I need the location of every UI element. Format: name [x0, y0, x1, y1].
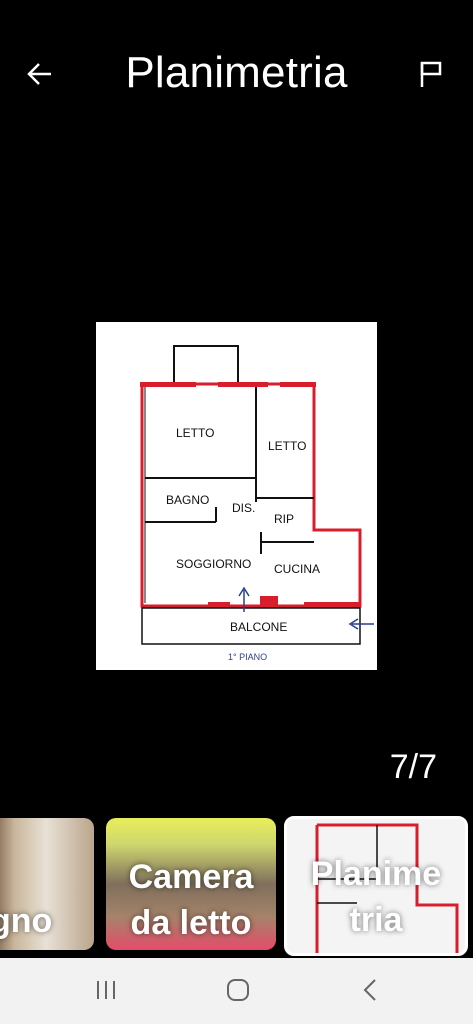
- room-label: LETTO: [268, 439, 306, 453]
- home-icon: [225, 977, 251, 1008]
- room-label: SOGGIORNO: [176, 557, 251, 571]
- home-button[interactable]: [218, 974, 258, 1010]
- recent-apps-icon: [94, 979, 118, 1006]
- recent-apps-button[interactable]: [86, 974, 126, 1010]
- back-icon: [359, 977, 381, 1008]
- system-nav-bar: [0, 958, 473, 1024]
- thumbnail-caption-line1: Camera: [128, 858, 254, 896]
- room-label: RIP: [274, 512, 294, 526]
- room-label: DIS.: [232, 501, 255, 515]
- floor-label: 1° PIANO: [228, 652, 267, 662]
- page-title: Planimetria: [125, 48, 348, 97]
- thumbnail-camera-da-letto[interactable]: Camera da letto: [106, 818, 276, 950]
- thumbnail-bagno[interactable]: gno: [0, 818, 94, 950]
- system-back-button[interactable]: [350, 974, 390, 1010]
- top-bar: Planimetria: [0, 0, 473, 150]
- thumbnail-caption-line2: tria: [349, 901, 403, 939]
- flag-icon: [418, 59, 446, 94]
- room-label: BALCONE: [230, 620, 287, 634]
- back-button[interactable]: [20, 56, 60, 96]
- image-counter: 7/7: [389, 748, 437, 786]
- thumbnail-strip[interactable]: gno Camera da letto Planime tria: [0, 812, 473, 958]
- thumbnail-floorplan-preview: [287, 819, 465, 953]
- thumbnail-caption-line2: da letto: [130, 904, 252, 942]
- arrow-left-icon: [25, 59, 55, 94]
- room-label: CUCINA: [274, 562, 320, 576]
- thumbnail-planimetria-selected[interactable]: Planime tria: [284, 816, 468, 956]
- thumbnail-caption-line1: Planime: [310, 855, 442, 893]
- thumbnail-caption: gno: [0, 902, 53, 940]
- room-label: LETTO: [176, 426, 214, 440]
- floorplan-image[interactable]: LETTO LETTO BAGNO DIS. RIP SOGGIORNO CUC…: [96, 322, 377, 670]
- report-button[interactable]: [412, 56, 452, 96]
- room-label: BAGNO: [166, 493, 209, 507]
